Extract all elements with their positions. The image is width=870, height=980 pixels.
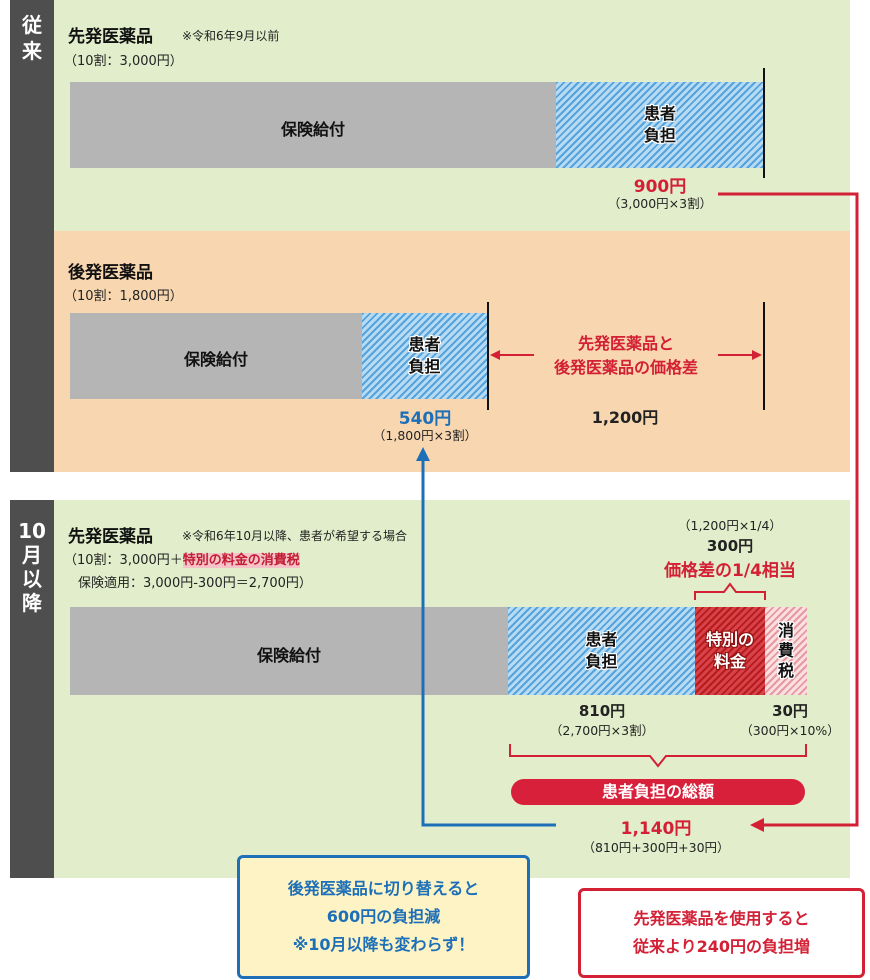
total-formula: （810円+300円+30円） [582,840,730,855]
tax-amount: 30円 [772,702,808,720]
generic-title: 後発医薬品 [68,263,153,283]
red-callout-line-2: 従来より240円の負担増 [632,937,811,956]
brand-after-subtitle-1: （10割：3,000円＋特別の料金の消費税 [64,549,300,568]
generic-patient-label-2: 負担 [408,357,441,376]
patient-share-amount: 810円 [578,702,626,720]
generic-patient-label-1: 患者 [408,335,441,354]
sidebar-before-char-2: 来 [22,39,42,63]
sidebar-after-char-4: 降 [22,591,42,615]
blue-callout-line-3: ※10月以降も変わらず！ [292,935,475,954]
brand-after-patient-label: 患者 負担 [508,607,695,695]
brand-before-amount: 900円 [633,177,687,197]
brand-after-patient-label-2: 負担 [585,652,618,671]
special-fee-tax-highlight: 特別の料金の消費税 [182,553,300,568]
generic-formula: （1,800円×3割） [372,428,478,443]
brand-before-insurance-bar [70,82,556,168]
generic-amount: 540円 [398,409,452,429]
generic-patient-label: 患者 負担 [362,313,487,399]
brand-before-patient-label-2: 負担 [643,126,676,145]
brand-after-subtitle-prefix: （10割：3,000円＋ [64,553,183,568]
generic-end-line [487,302,489,410]
brand-before-formula: （3,000円×3割） [607,196,713,211]
brand-after-title: 先発医薬品 [68,527,153,547]
total-bracket [509,744,807,768]
special-fee-amount: 300円 [706,537,754,555]
blue-callout-line-2: 600円の負担減 [326,907,441,926]
sidebar-before-char-1: 従 [22,13,42,37]
sidebar-after-char-1: 10 [18,519,46,543]
patient-share-formula: （2,700円×3割） [549,723,655,738]
brand-before-note: ※令和6年9月以前 [182,29,280,43]
brand-before-end-line [763,68,765,178]
special-fee-note: 価格差の1/4相当 [664,561,796,581]
blue-callout-box: 後発医薬品に切り替えると 600円の負担減 ※10月以降も変わらず！ [237,855,530,979]
red-callout-line-1: 先発医薬品を使用すると [633,909,810,928]
special-fee-label-2: 料金 [713,652,746,671]
sidebar-after-char-2: 月 [22,543,42,567]
generic-patient-bar [362,313,487,399]
tax-label-3: 税 [777,661,794,680]
brand-after-subtitle-2: 保険適用：3,000円-300円＝2,700円） [78,576,312,591]
brand-after-patient-label-1: 患者 [585,630,618,649]
blue-callout-line-1: 後発医薬品に切り替えると [287,879,480,898]
special-fee-label-1: 特別の [705,630,754,649]
price-diff-amount: 1,200円 [591,408,659,427]
sidebar-after-char-3: 以 [22,567,42,591]
tax-formula: （300円×10%） [740,723,840,738]
special-fee-label: 特別の 料金 [695,607,765,695]
special-fee-bracket [694,582,766,600]
price-diff-label-2: 後発医薬品の価格差 [553,358,698,377]
tax-label-1: 消 [777,621,794,640]
brand-before-title: 先発医薬品 [68,27,153,47]
brand-after-note: ※令和6年10月以降、患者が希望する場合 [182,529,407,543]
tax-label: 消 費 税 [765,607,807,695]
special-fee-formula: （1,200円×1/4） [678,518,782,533]
tax-label-2: 費 [777,641,794,660]
brand-before-insurance-label: 保険給付 [280,120,345,139]
sidebar-before: 従 来 [10,0,54,472]
brand-before-patient-bar [556,82,764,168]
brand-after-insurance-label: 保険給付 [256,646,321,665]
total-label-pill: 患者負担の総額 [511,779,805,805]
generic-insurance-bar [70,313,362,399]
brand-before-patient-label-1: 患者 [643,104,676,123]
sidebar-after: 10 月 以 降 [10,500,54,878]
generic-insurance-label: 保険給付 [183,350,248,369]
brand-before-subtitle: （10割：3,000円） [64,54,183,69]
price-diff-label-1: 先発医薬品と [577,334,674,353]
brand-before-patient-label: 患者 負担 [556,82,764,168]
red-callout-box: 先発医薬品を使用すると 従来より240円の負担増 [578,888,865,978]
total-amount: 1,140円 [620,819,692,839]
generic-subtitle: （10割：1,800円） [64,289,183,304]
